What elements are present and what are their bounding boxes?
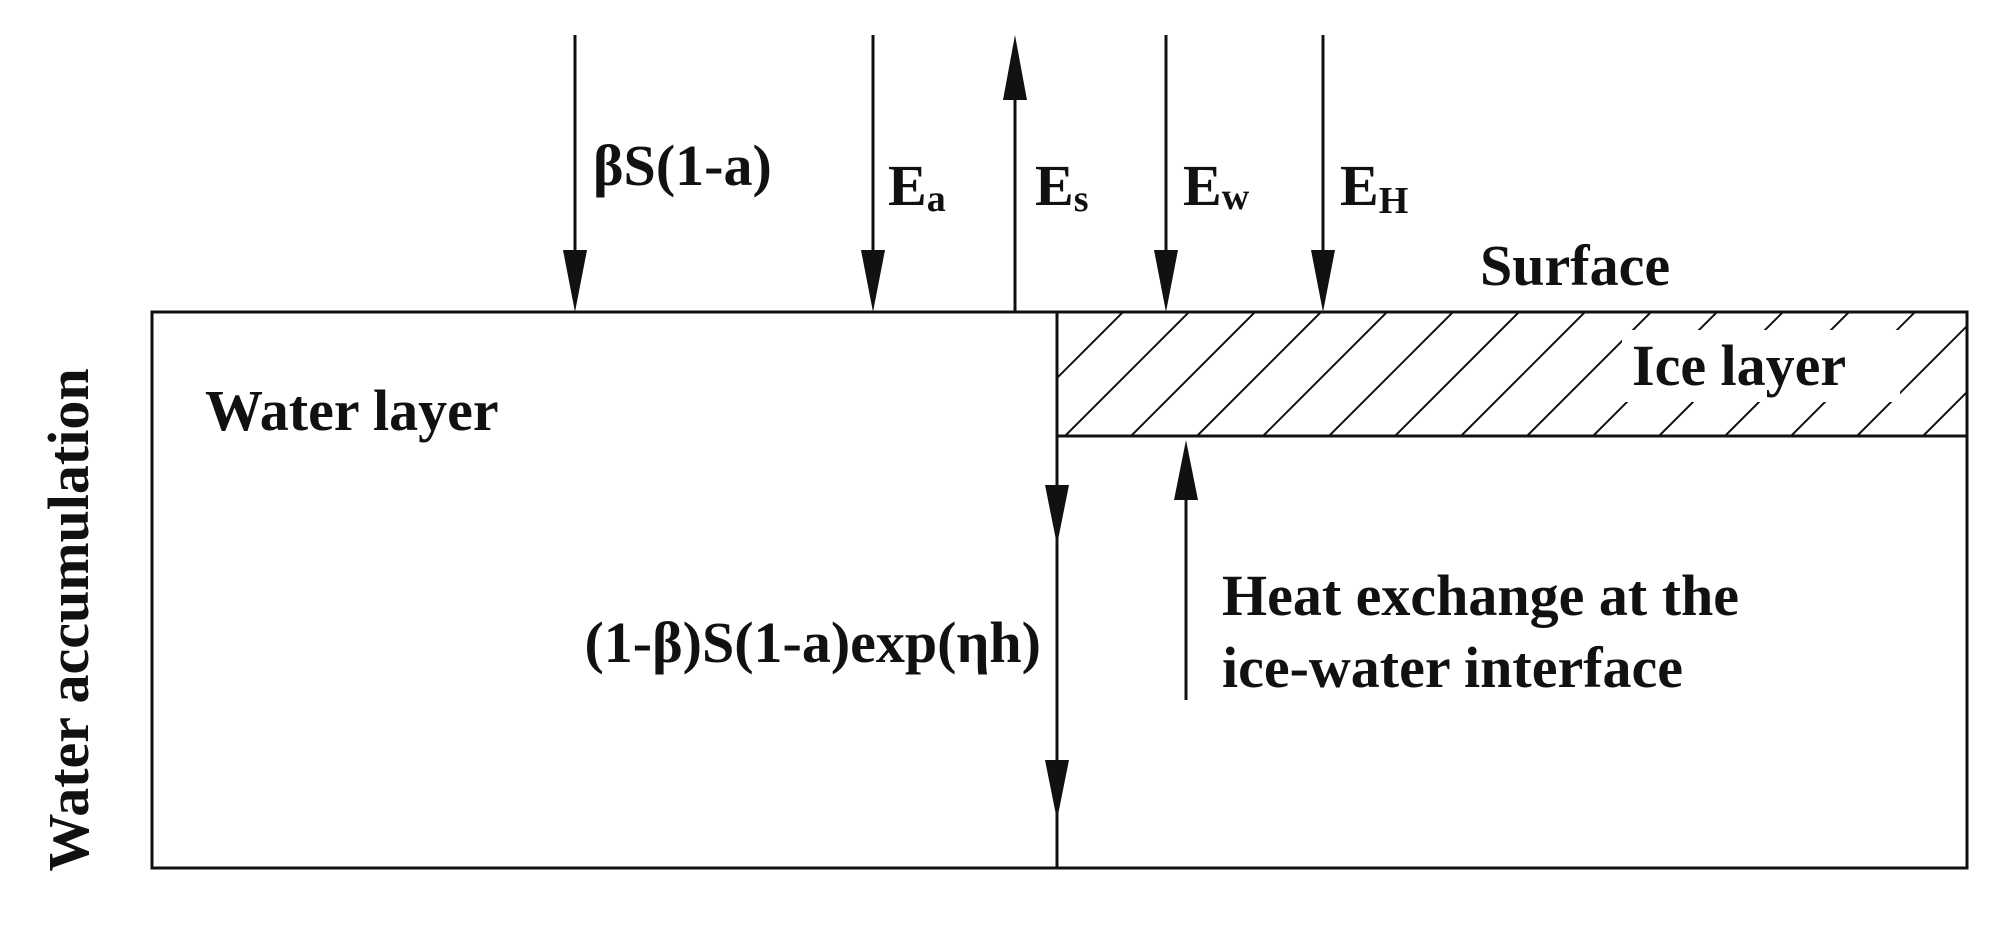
hatch-line: [1262, 312, 1388, 436]
hatch-line: [1057, 312, 1058, 314]
ice-layer-label-bg: [1622, 330, 1900, 402]
ice-layer-label: Ice layer: [1632, 333, 1846, 398]
ea-arrow: [861, 35, 885, 312]
heat-exchange-arrow: [1174, 440, 1198, 700]
eh-arrow: [1311, 35, 1335, 312]
water-accumulation-label: Water accumulation: [36, 368, 101, 871]
heat-exchange-label-line2: ice-water interface: [1222, 635, 1683, 700]
hatch-line: [1856, 324, 1967, 436]
hatch-line: [1328, 312, 1454, 436]
beta-s-label: βS(1-a): [593, 133, 772, 198]
outer-box: [150, 310, 1969, 870]
hatch-line: [1922, 390, 1967, 436]
hatch-line: [1130, 312, 1256, 436]
ew-label: Ew: [1183, 153, 1250, 218]
es-arrow: [1003, 35, 1027, 312]
hatch-line: [1460, 312, 1586, 436]
ew-arrow: [1154, 35, 1178, 312]
surface-label: Surface: [1480, 233, 1670, 298]
water-layer-label: Water layer: [205, 378, 499, 443]
penetration-arrow: [1045, 436, 1069, 868]
hatch-line: [1394, 312, 1520, 436]
hatch-line: [1064, 312, 1190, 436]
ea-label: Ea: [888, 153, 946, 220]
hatch-line: [1196, 312, 1322, 436]
es-label: Es: [1035, 153, 1088, 220]
beta-s-arrow: [563, 35, 587, 312]
penetration-label: (1-β)S(1-a)exp(ηh): [584, 610, 1041, 675]
eh-label: EH: [1340, 153, 1408, 222]
heat-exchange-label-line1: Heat exchange at the: [1222, 563, 1739, 628]
hatch-line: [1057, 312, 1124, 380]
